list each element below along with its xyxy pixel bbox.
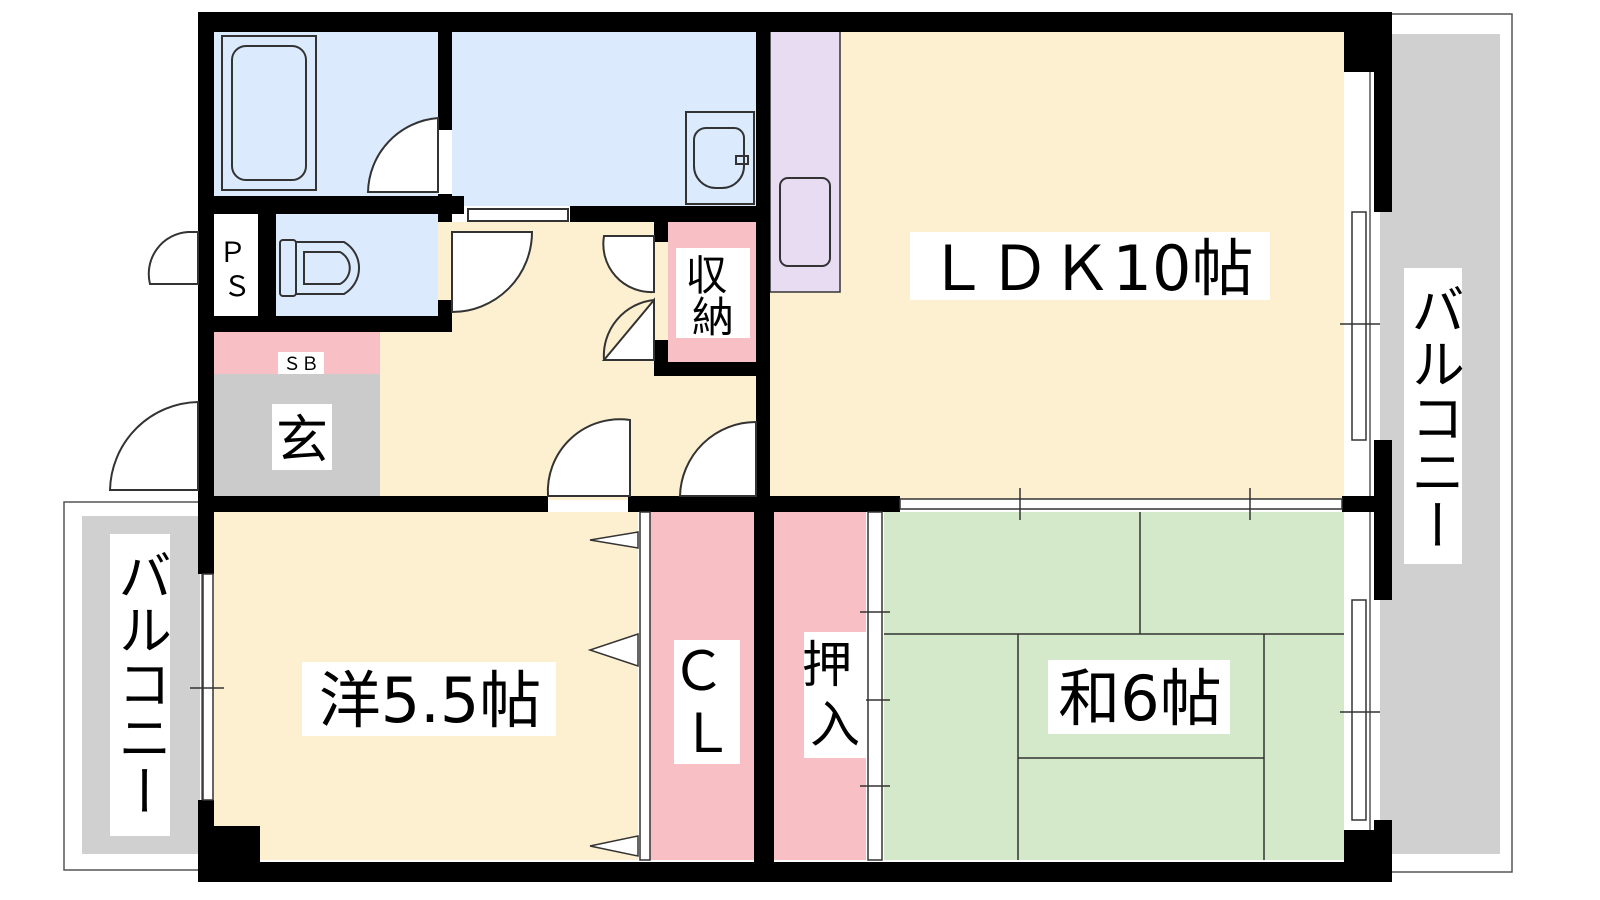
ps-label-line2: Ｓ	[223, 270, 251, 303]
western-room-label: 洋5.5帖	[319, 664, 542, 737]
closet-label-line1: Ｃ	[671, 640, 725, 703]
kitchen-counter	[769, 29, 841, 293]
toilet-floor	[276, 214, 438, 316]
storage-label: 収 納	[685, 251, 740, 342]
doors	[108, 116, 757, 497]
japanese-room-label: 和6帖	[1058, 662, 1221, 735]
ps-label: Ｐ Ｓ	[219, 236, 256, 303]
balcony-right	[1369, 13, 1513, 873]
label-backgrounds	[218, 232, 1270, 764]
balcony-left	[63, 501, 203, 871]
storage-label-line2: 納	[692, 293, 734, 342]
closet-label: Ｃ Ｌ	[671, 640, 742, 765]
washroom-floor	[452, 30, 756, 206]
storage-label-line1: 収	[685, 251, 727, 300]
oshiire-label: 押 入	[802, 636, 868, 754]
bathtub-icon	[221, 35, 317, 191]
toilet-icon	[279, 239, 361, 297]
windows	[190, 211, 1380, 821]
balcony-left-label: バルコニー	[109, 548, 172, 818]
oshiire-label-line1: 押	[802, 636, 852, 694]
sink-icon	[779, 177, 831, 267]
balcony-right-label: バルコニー	[1402, 282, 1465, 552]
washbasin-icon	[685, 111, 755, 205]
closet-label-line2: Ｌ	[680, 702, 734, 765]
closet-doors	[587, 511, 890, 861]
genkan-label: 玄	[276, 411, 328, 471]
ldk-label: ＬＤＫ10帖	[927, 232, 1254, 305]
walls	[198, 12, 1392, 882]
ps-label-line1: Ｐ	[219, 236, 247, 269]
tatami-lines	[884, 512, 1344, 860]
sb-label: ＳＢ	[283, 354, 319, 375]
oshiire-label-line2: 入	[810, 696, 860, 754]
